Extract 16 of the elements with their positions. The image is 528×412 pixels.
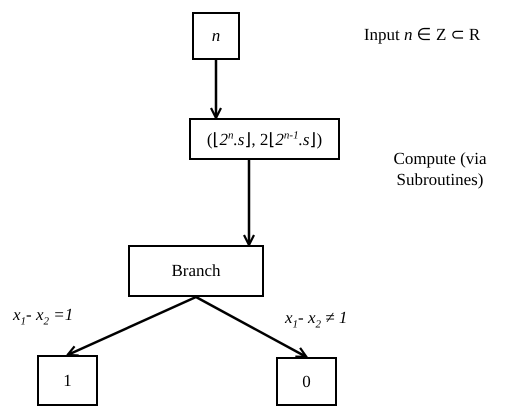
node-text: (⌊2$^{n}$.s⌋, 2⌊2$^{n-1}$.s⌋)	[206, 128, 322, 150]
arrow	[66, 296, 197, 357]
process-box	[192, 12, 240, 60]
process-box	[276, 357, 337, 406]
annotation-text: Compute (via Subroutines)	[392, 148, 488, 190]
annotation-text: Input n ∈ Z ⊂ R	[362, 24, 482, 46]
arrow	[242, 160, 256, 246]
process-box	[189, 118, 340, 160]
node-text: Branch	[171, 261, 221, 281]
node-text: 1	[63, 370, 72, 390]
node-text: 0	[302, 372, 311, 392]
process-box	[37, 355, 98, 406]
node-text: n	[212, 26, 220, 46]
arrow	[210, 60, 222, 120]
arrow	[195, 296, 308, 358]
process-box	[128, 245, 264, 297]
